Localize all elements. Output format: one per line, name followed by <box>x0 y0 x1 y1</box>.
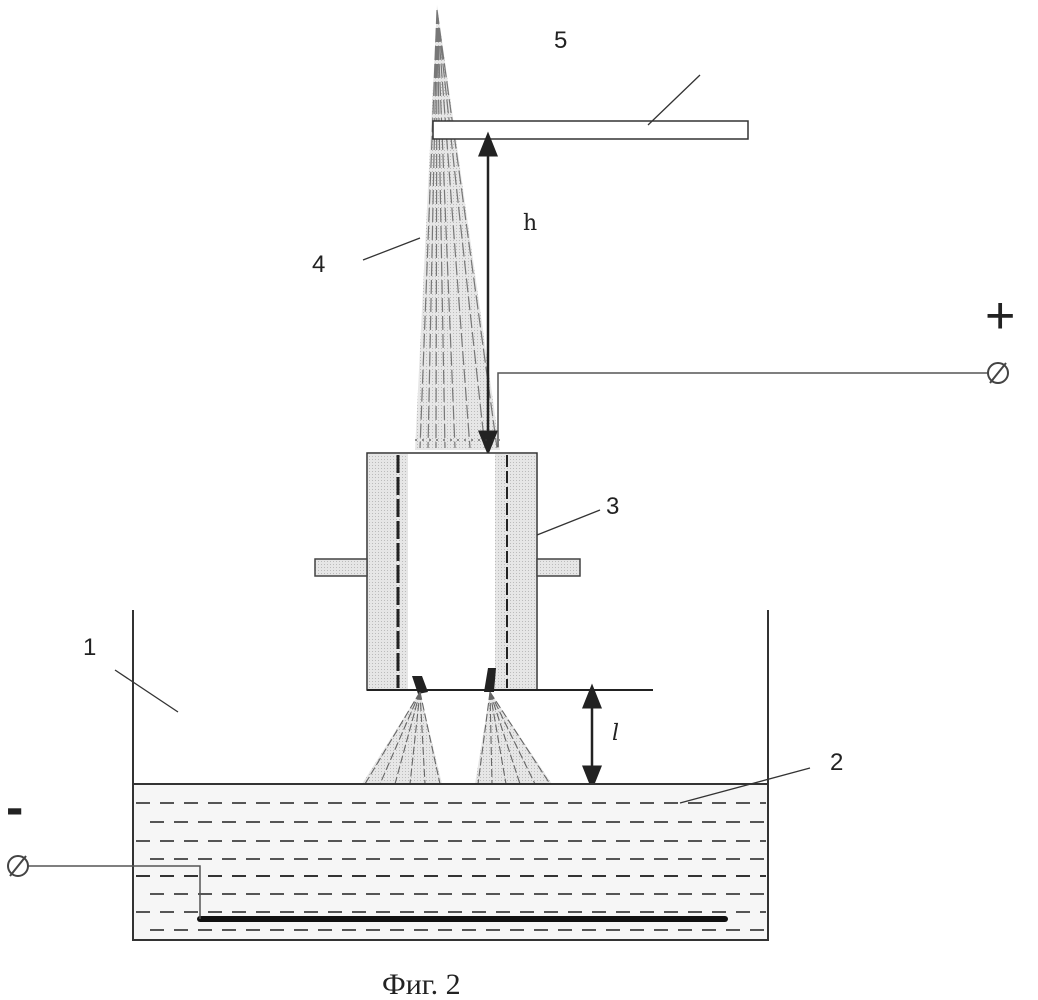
label-nozzle: 3 <box>606 493 619 520</box>
label-gap: l <box>612 721 619 746</box>
label-height: h <box>523 211 537 236</box>
label-minus: - <box>6 779 23 837</box>
label-vessel: 1 <box>83 634 96 661</box>
discharge-sprays <box>362 692 552 784</box>
positive-terminal-icon <box>988 363 1008 383</box>
label-plus: + <box>985 287 1015 345</box>
label-substrate: 5 <box>554 27 567 54</box>
nozzle <box>315 440 653 694</box>
positive-wire <box>498 373 988 447</box>
label-plasma-jet: 4 <box>312 251 325 278</box>
figure-caption: Фиг. 2 <box>382 968 461 1000</box>
substrate-bar <box>433 121 748 139</box>
label-electrolyte: 2 <box>830 749 843 776</box>
negative-terminal-icon <box>8 856 28 876</box>
